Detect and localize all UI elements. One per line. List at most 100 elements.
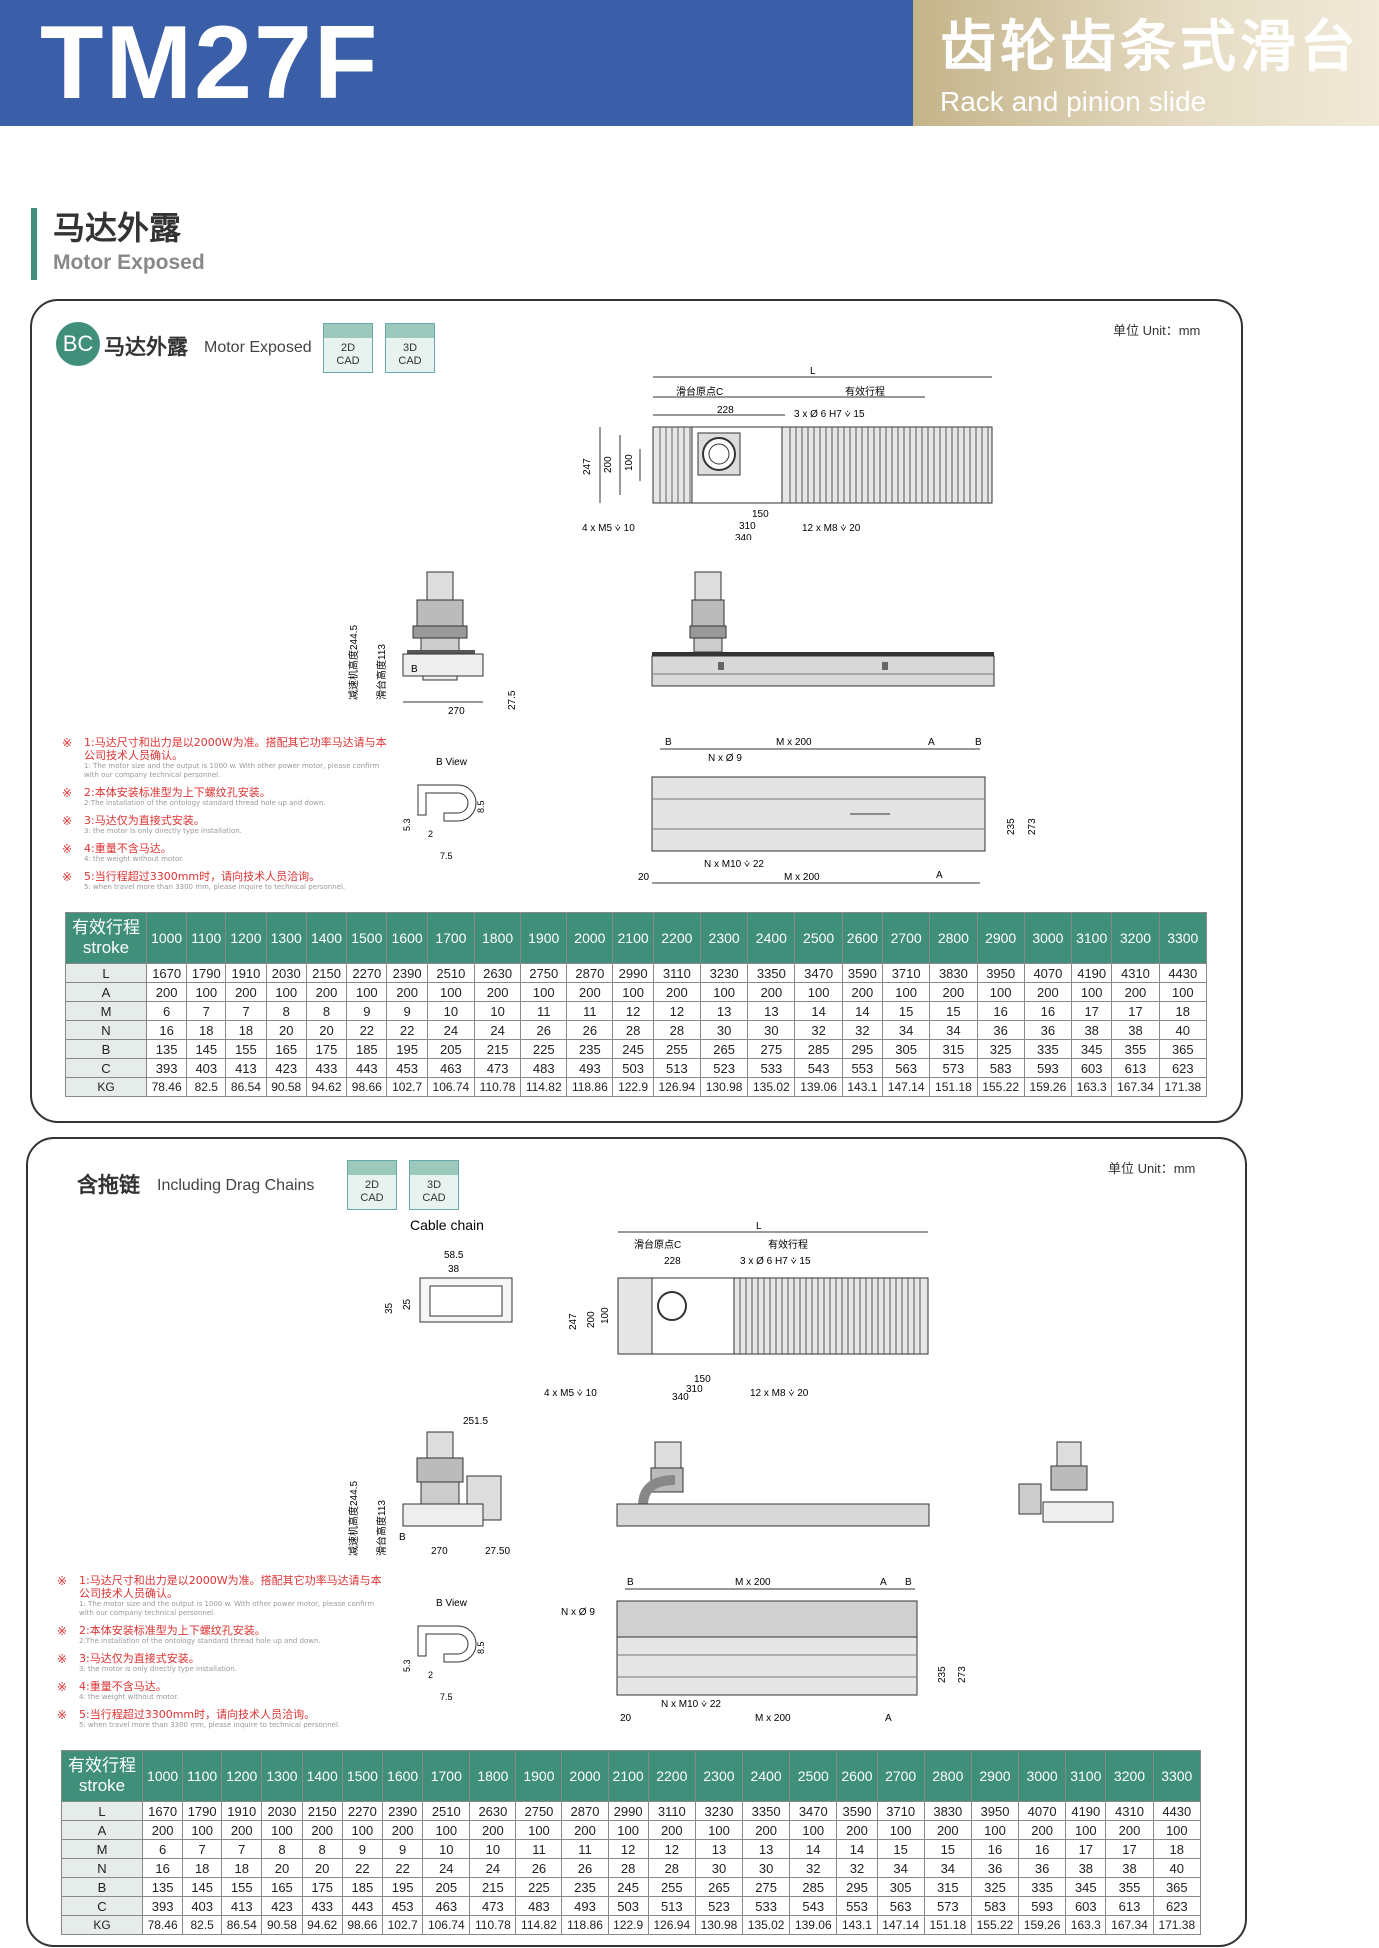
table-cell: 135 <box>141 1877 184 1897</box>
table-cell: 503 <box>607 1896 649 1916</box>
stroke-column-header: 1600 <box>381 1750 424 1802</box>
table-cell: 12 <box>647 1839 696 1859</box>
svg-text:滑台高度113: 滑台高度113 <box>375 1500 388 1556</box>
table-cell: 335 <box>1018 1877 1067 1897</box>
table-cell: 100 <box>970 1820 1020 1840</box>
table-cell: 155 <box>221 1877 263 1897</box>
stroke-column-header: 1200 <box>221 1750 263 1802</box>
svg-text:4 x M5 ⩒ 10: 4 x M5 ⩒ 10 <box>544 1388 597 1399</box>
table-cell: 3470 <box>794 963 843 983</box>
table-cell: 100 <box>694 1820 744 1840</box>
svg-text:B: B <box>399 1532 406 1543</box>
table-cell: 9 <box>381 1839 424 1859</box>
product-title-en: Rack and pinion slide <box>940 86 1207 117</box>
table-cell: 15 <box>923 1839 972 1859</box>
table-cell: 2990 <box>607 1801 649 1821</box>
table-cell: 28 <box>647 1858 696 1878</box>
table-cell: 18 <box>1158 1001 1208 1021</box>
table-cell: 100 <box>515 1820 563 1840</box>
table-cell: 90.58 <box>261 1915 303 1935</box>
stroke-column-header: 1900 <box>520 912 568 964</box>
table-cell: 26 <box>520 1020 568 1040</box>
table-cell: 18 <box>1152 1839 1202 1859</box>
table-cell: 102.7 <box>381 1915 424 1935</box>
table-cell: 15 <box>876 1839 925 1859</box>
table-cell: 1790 <box>182 1801 223 1821</box>
row-label: A <box>65 982 147 1002</box>
table-cell: 175 <box>305 1039 348 1059</box>
table-cell: 483 <box>520 1058 568 1078</box>
stroke-column-header: 1400 <box>301 1750 343 1802</box>
table-cell: 14 <box>794 1001 843 1021</box>
cad-3d-button[interactable]: 3D CAD <box>409 1160 459 1210</box>
table-cell: 32 <box>794 1020 843 1040</box>
header-gold-band <box>913 0 1379 126</box>
svg-text:B: B <box>975 737 982 748</box>
table-cell: 13 <box>747 1001 796 1021</box>
table-cell: 100 <box>789 1820 838 1840</box>
table-cell: 200 <box>381 1820 424 1840</box>
table-cell: 100 <box>422 1820 471 1840</box>
table-cell: 200 <box>841 982 884 1002</box>
cad-2d-button[interactable]: 2D CAD <box>347 1160 397 1210</box>
table-cell: 200 <box>836 1820 878 1840</box>
table-cell: 3950 <box>970 1801 1020 1821</box>
svg-text:3 x Ø 6 H7 ⩒ 15: 3 x Ø 6 H7 ⩒ 15 <box>794 409 865 420</box>
table-cell: 4310 <box>1111 963 1160 983</box>
svg-text:12 x M8 ⩒ 20: 12 x M8 ⩒ 20 <box>802 523 861 534</box>
table-cell: 365 <box>1158 1039 1208 1059</box>
table-cell: 493 <box>566 1058 614 1078</box>
table-cell: 18 <box>186 1020 227 1040</box>
section-title-en: Motor Exposed <box>53 251 205 274</box>
table-cell: 32 <box>789 1858 838 1878</box>
svg-text:滑台原点C: 滑台原点C <box>676 385 723 398</box>
table-cell: 28 <box>652 1020 701 1040</box>
table-cell: 200 <box>141 1820 184 1840</box>
table-cell: 12 <box>607 1839 649 1859</box>
drawing-side-view-drag: 251.5 减速机高度244.5 滑台高度113 B 270 27.50 <box>347 1416 510 1557</box>
stroke-column-header: 2200 <box>652 912 701 964</box>
table-cell: 200 <box>742 1820 791 1840</box>
stroke-column-header: 1000 <box>141 1750 184 1802</box>
table-cell: 423 <box>261 1896 303 1916</box>
table-cell: 623 <box>1158 1058 1208 1078</box>
table-cell: 14 <box>841 1001 884 1021</box>
svg-text:B: B <box>627 1577 634 1588</box>
stroke-column-header: 2100 <box>612 912 654 964</box>
note-item: ※3:马达仅为直接式安装。3: the motor is only direct… <box>62 814 242 835</box>
table-cell: 155.22 <box>970 1915 1020 1935</box>
note-item: ※5:当行程超过3300mm时，请向技术人员洽询。5: when travel … <box>62 870 346 891</box>
table-cell: 473 <box>474 1058 522 1078</box>
table-cell: 513 <box>652 1058 701 1078</box>
table-cell: 151.18 <box>929 1077 978 1097</box>
table-cell: 100 <box>520 982 568 1002</box>
table-cell: 16 <box>1018 1839 1067 1859</box>
table-cell: 17 <box>1105 1839 1154 1859</box>
table-cell: 165 <box>265 1039 307 1059</box>
table-cell: 30 <box>742 1858 791 1878</box>
row-label: KG <box>61 1915 143 1935</box>
drawing-side-view: 减速机高度244.5 滑台高度113 B 270 27.5 <box>347 571 518 715</box>
row-label: L <box>65 963 147 983</box>
row-label: M <box>61 1839 143 1859</box>
cad-2d-button[interactable]: 2D CAD <box>323 323 373 373</box>
table-cell: 26 <box>515 1858 563 1878</box>
table-cell: 17 <box>1111 1001 1160 1021</box>
table-cell: 100 <box>607 1820 649 1840</box>
table-cell: 8 <box>265 1001 307 1021</box>
svg-text:150: 150 <box>752 509 769 520</box>
table-cell: 200 <box>1023 982 1073 1002</box>
table-cell: 8 <box>305 1001 348 1021</box>
stroke-column-header: 1600 <box>386 912 428 964</box>
cad-3d-button[interactable]: 3D CAD <box>385 323 435 373</box>
table-cell: 573 <box>923 1896 972 1916</box>
drawing-front-view-drag <box>616 1441 930 1527</box>
table-cell: 2870 <box>566 963 614 983</box>
svg-text:247: 247 <box>582 458 593 475</box>
table-cell: 20 <box>265 1020 307 1040</box>
stroke-column-header: 2700 <box>882 912 931 964</box>
table-cell: 355 <box>1105 1877 1154 1897</box>
